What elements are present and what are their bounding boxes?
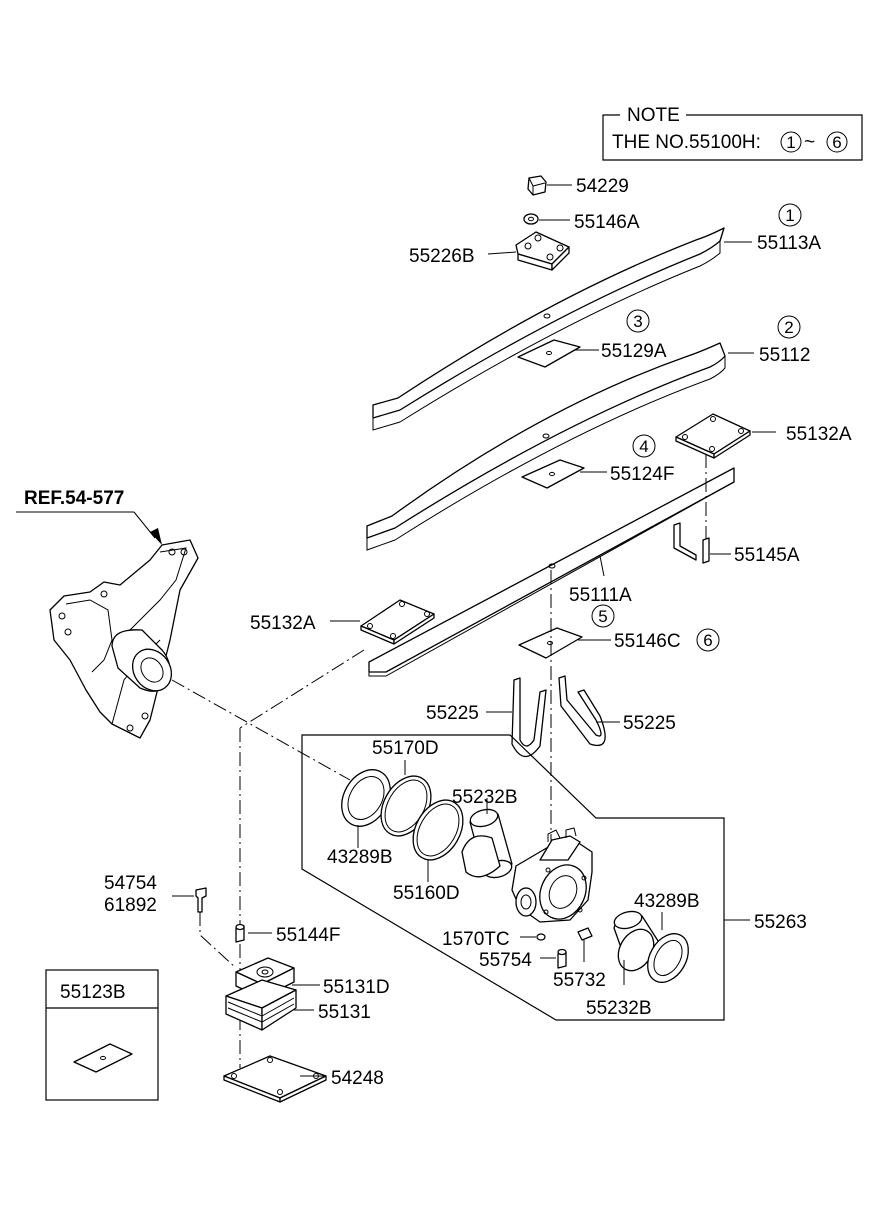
bolt-54754-61892: 54754 61892 (104, 873, 207, 916)
seal-43289B-right: 43289B (634, 891, 700, 983)
hanger-bracket: REF.54-577 (16, 488, 199, 739)
label-55732: 55732 (553, 970, 606, 991)
label-55225-left: 55225 (426, 703, 479, 724)
label-55263: 55263 (754, 912, 807, 933)
bushing-55232B-top: 55232B (452, 787, 518, 879)
pad-55124F: 55124F 4 (521, 434, 674, 489)
bushing-55232B-bottom: 55232B (586, 910, 661, 1019)
plate-55132A-right: 55132A (675, 413, 852, 459)
label-55144F: 55144F (276, 925, 340, 946)
nut-54229: 54229 (527, 175, 629, 197)
kit-box-55263: 55263 (301, 734, 807, 1021)
callout-3: 3 (633, 312, 642, 331)
label-55124F: 55124F (610, 464, 674, 485)
label-55160D: 55160D (393, 883, 460, 904)
label-55754: 55754 (479, 950, 532, 971)
label-55123B: 55123B (60, 982, 126, 1003)
plate-54248: 54248 (223, 1055, 384, 1103)
label-1570TC: 1570TC (442, 929, 510, 950)
label-55129A: 55129A (601, 341, 667, 362)
pad-55146C: 55146C 5 6 (518, 604, 720, 659)
u-bolt-55225-left: 55225 (426, 677, 547, 758)
u-bolt-55225-right: 55225 (558, 675, 676, 746)
leaf-spring-55113A: 55113A 1 (372, 203, 821, 431)
label-55112: 55112 (759, 345, 810, 366)
label-55146C: 55146C (614, 631, 681, 652)
callout-4: 4 (639, 437, 648, 456)
note-box: NOTE THE NO.55100H: 1 ~ 6 (602, 105, 863, 161)
inset-55123B: 55123B (45, 969, 159, 1101)
mount-55131: 55131D 55131 (225, 957, 390, 1031)
label-55232B-top: 55232B (452, 787, 518, 808)
label-55232B-bottom: 55232B (586, 998, 652, 1019)
label-61892: 61892 (104, 895, 157, 916)
label-43289B-right: 43289B (634, 891, 700, 912)
label-43289B-left: 43289B (327, 847, 393, 868)
note-range-sep: ~ (804, 132, 815, 153)
label-55225-right: 55225 (623, 713, 676, 734)
washer-55146A: 55146A (523, 212, 640, 233)
nipple-55754: 55754 (479, 948, 567, 971)
bushing-55144F: 55144F (235, 923, 340, 946)
note-title: NOTE (627, 105, 680, 126)
label-55131: 55131 (318, 1002, 371, 1023)
label-54248: 54248 (331, 1068, 384, 1089)
label-55170D: 55170D (372, 738, 439, 759)
plate-55132A-left: 55132A (250, 599, 435, 645)
label-55113A: 55113A (757, 233, 821, 254)
label-54754: 54754 (104, 873, 157, 894)
leaf-spring-55112: 55112 2 (366, 315, 810, 551)
fitting-55732: 55732 (553, 927, 606, 991)
label-55146A: 55146A (574, 212, 640, 233)
callout-5: 5 (598, 607, 607, 626)
label-ref: REF.54-577 (24, 488, 124, 509)
note-text: THE NO.55100H: (612, 132, 761, 153)
label-54229: 54229 (576, 176, 629, 197)
bolt-1570TC: 1570TC (442, 929, 546, 950)
pad-55129A: 55129A 3 (517, 309, 667, 368)
ring-55160D: 55160D (393, 799, 464, 904)
note-range-from: 1 (786, 133, 795, 152)
clip-55226B: 55226B (409, 231, 570, 271)
callout-2: 2 (784, 318, 793, 337)
bolt-55145A: 55145A (673, 454, 800, 566)
callout-6: 6 (703, 631, 712, 650)
label-55132A-left: 55132A (250, 613, 316, 634)
label-55131D: 55131D (323, 977, 390, 998)
label-55111A: 55111A (569, 585, 632, 606)
shackle-bracket (511, 827, 593, 923)
note-range-to: 6 (832, 133, 841, 152)
seal-43289B-left: 43289B (327, 769, 393, 868)
label-55145A: 55145A (734, 545, 800, 566)
callout-1: 1 (785, 206, 794, 225)
label-55132A-right: 55132A (786, 424, 852, 445)
label-55226B: 55226B (409, 246, 475, 267)
